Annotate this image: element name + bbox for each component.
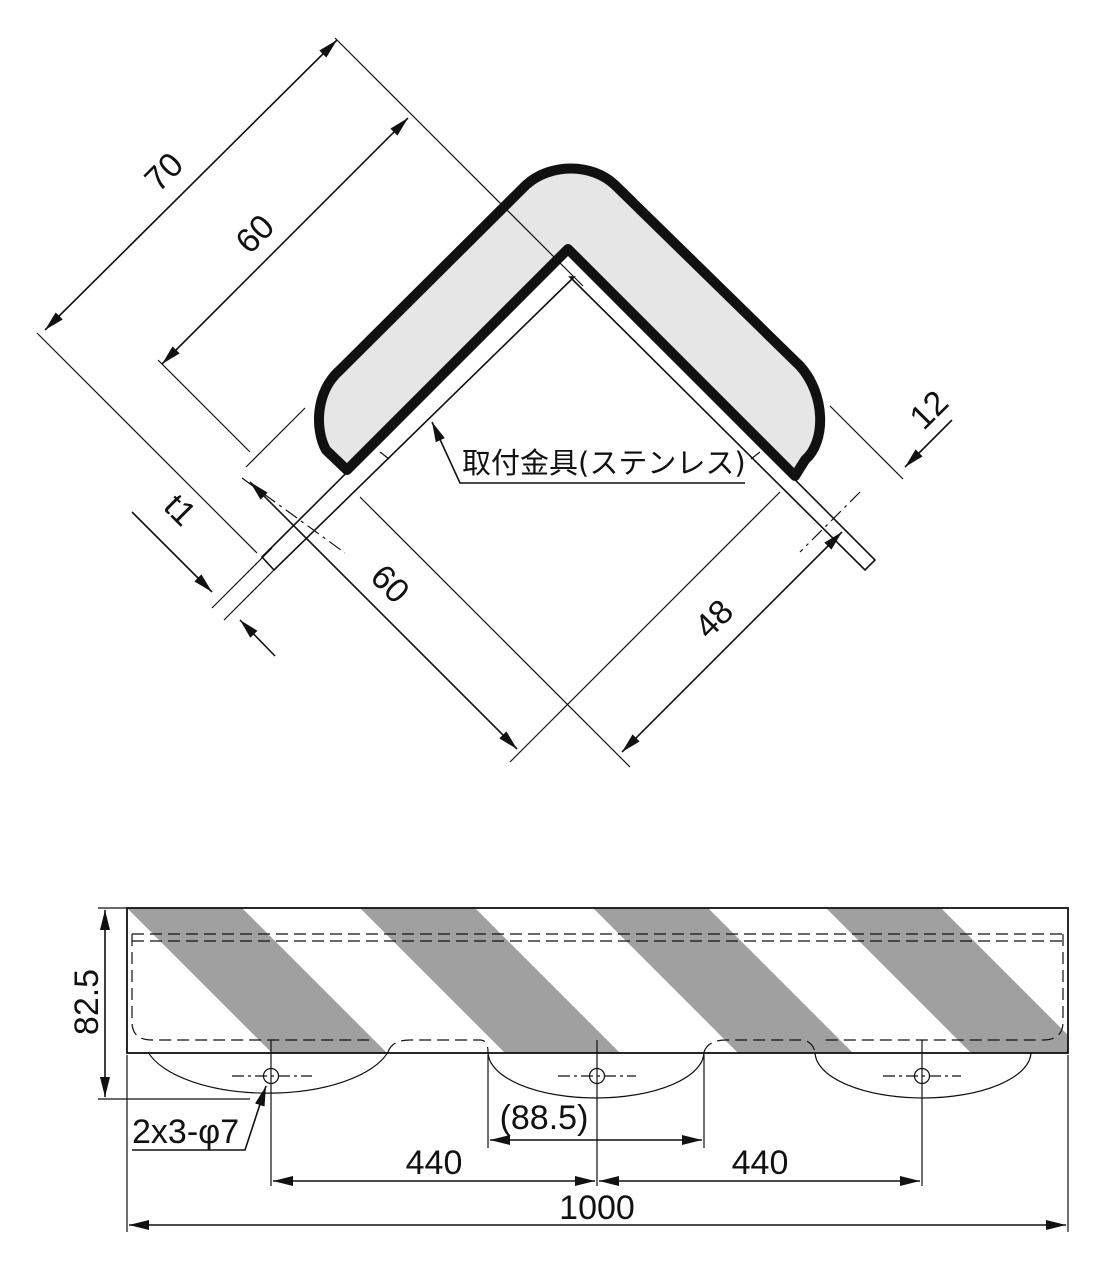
front-view: 82.5 2x3-φ7 (88.5) 440 440 1000 bbox=[68, 907, 1069, 1232]
bracket-label: 取付金具(ステンレス) bbox=[462, 446, 746, 480]
section-view: 70 60 60 48 12 t1 取付金具(ステンレス) bbox=[36, 37, 956, 768]
mounting-holes bbox=[232, 1040, 961, 1186]
spacing-left-label: 440 bbox=[406, 1144, 463, 1182]
dim-70-label: 70 bbox=[137, 145, 191, 199]
hole-label: 2x3-φ7 bbox=[132, 1113, 239, 1151]
dim-t1-label: t1 bbox=[156, 487, 203, 534]
spacing-right-label: 440 bbox=[732, 1144, 789, 1182]
height-label: 82.5 bbox=[68, 969, 106, 1035]
overall-length-label: 1000 bbox=[559, 1189, 635, 1227]
corner-cushion bbox=[313, 163, 826, 481]
cutout-label: (88.5) bbox=[500, 1099, 589, 1137]
mounting-tabs bbox=[147, 1051, 1032, 1099]
dim-12-label: 12 bbox=[902, 383, 956, 437]
warning-stripes bbox=[127, 908, 1068, 1053]
dim-48-label: 48 bbox=[687, 592, 741, 646]
